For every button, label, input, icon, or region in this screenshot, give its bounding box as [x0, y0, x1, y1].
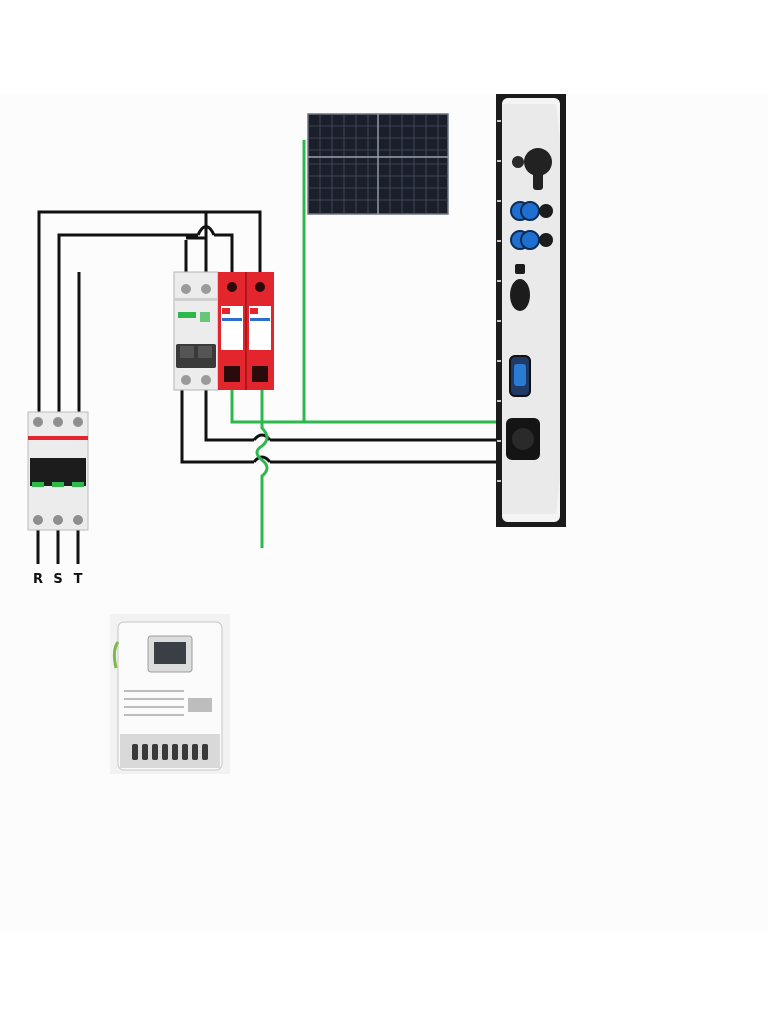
inverter: [496, 94, 566, 527]
pv-connectors: [510, 201, 553, 250]
solar-panel: [307, 113, 449, 215]
phase-label-s: S: [53, 572, 62, 587]
earth-wires: [230, 140, 496, 548]
ac-output-connector: [506, 418, 540, 460]
ac-wires: [36, 210, 496, 564]
ac-main-breaker: [27, 411, 89, 531]
dc-switch-knob: [524, 148, 552, 190]
phase-label-t: T: [74, 572, 83, 587]
energy-meter: [110, 614, 230, 774]
comm-port: [510, 264, 530, 311]
surge-protector: [218, 272, 274, 390]
phase-label-r: R: [33, 572, 43, 587]
dc-breaker: [173, 271, 219, 391]
vent-icon: [512, 156, 524, 168]
